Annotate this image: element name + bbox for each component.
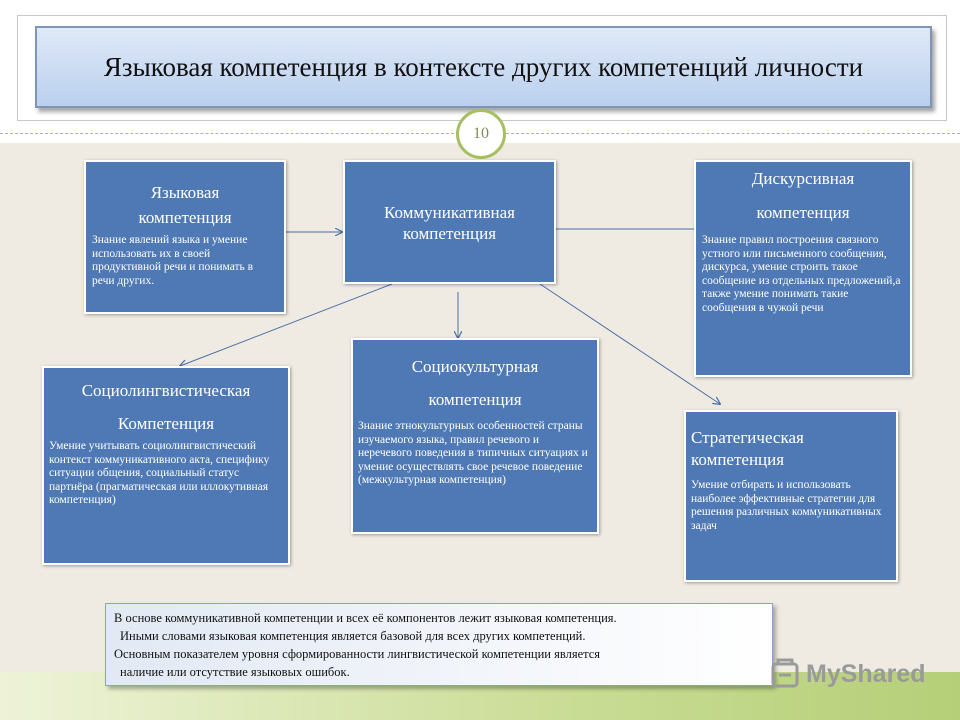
conclusion-line-1: В основе коммуникативной компетенции и в…: [114, 611, 617, 625]
language-competence-box: Языковая компетенция Знание явлений язык…: [84, 160, 286, 314]
watermark-icon: [771, 658, 799, 688]
sociolinguistic-competence-box: Социолингвистическая Компетенция Умение …: [42, 366, 290, 565]
conclusion-line-2: Иными словами языковая компетенция являе…: [120, 629, 586, 643]
slide-title: Языковая компетенция в контексте других …: [103, 51, 864, 82]
conclusion-line-3: Основным показателем уровня сформированн…: [114, 647, 601, 661]
conclusion-line-4: наличие или отсутствие языковых ошибок.: [120, 665, 350, 679]
discursive-competence-description: Знание правил построения связного устног…: [702, 234, 901, 314]
arrow-communicative-to-strategic: [539, 283, 720, 404]
sociolinguistic-competence-description: Умение учитывать социолингвистический ко…: [49, 440, 270, 506]
discursive-competence-box: Дискурсивная компетенция Знание правил п…: [694, 160, 912, 377]
sociocultural-competence-description: Знание этнокультурных особенностей стран…: [358, 420, 588, 486]
page-number: 10: [473, 125, 489, 142]
sociolinguistic-competence-title-line2: Компетенция: [117, 414, 215, 433]
discursive-competence-title-line1: Дискурсивная: [751, 169, 855, 188]
conclusion-note: В основе коммуникативной компетенции и в…: [105, 603, 773, 686]
sociocultural-competence-title-line1: Социокультурная: [411, 357, 539, 376]
slide-title-box: Языковая компетенция в контексте других …: [35, 26, 932, 108]
sociolinguistic-competence-title-line1: Социолингвистическая: [81, 381, 251, 400]
discursive-competence-title-line2: компетенция: [756, 203, 850, 222]
language-competence-title-line1: Языковая: [150, 183, 220, 202]
strategic-competence-box: Стратегическая компетенция Умение отбира…: [684, 410, 898, 582]
sociocultural-competence-box: Социокультурная компетенция Знание этнок…: [351, 338, 599, 534]
communicative-competence-box: Коммуникативная компетенция: [343, 160, 556, 284]
communicative-competence-title: Коммуникативная компетенция: [383, 203, 515, 243]
sociocultural-competence-title-line2: компетенция: [428, 390, 522, 409]
strategic-competence-title: Стратегическая компетенция: [691, 428, 804, 469]
page-number-badge: 10: [456, 109, 506, 159]
watermark-text: MyShared: [806, 660, 926, 688]
language-competence-title-line2: компетенция: [138, 208, 232, 227]
strategic-competence-description: Умение отбирать и использовать наиболее …: [691, 479, 882, 532]
language-competence-description: Знание явлений языка и умение использова…: [92, 234, 254, 287]
arrow-communicative-to-sociolinguistic: [180, 283, 393, 366]
